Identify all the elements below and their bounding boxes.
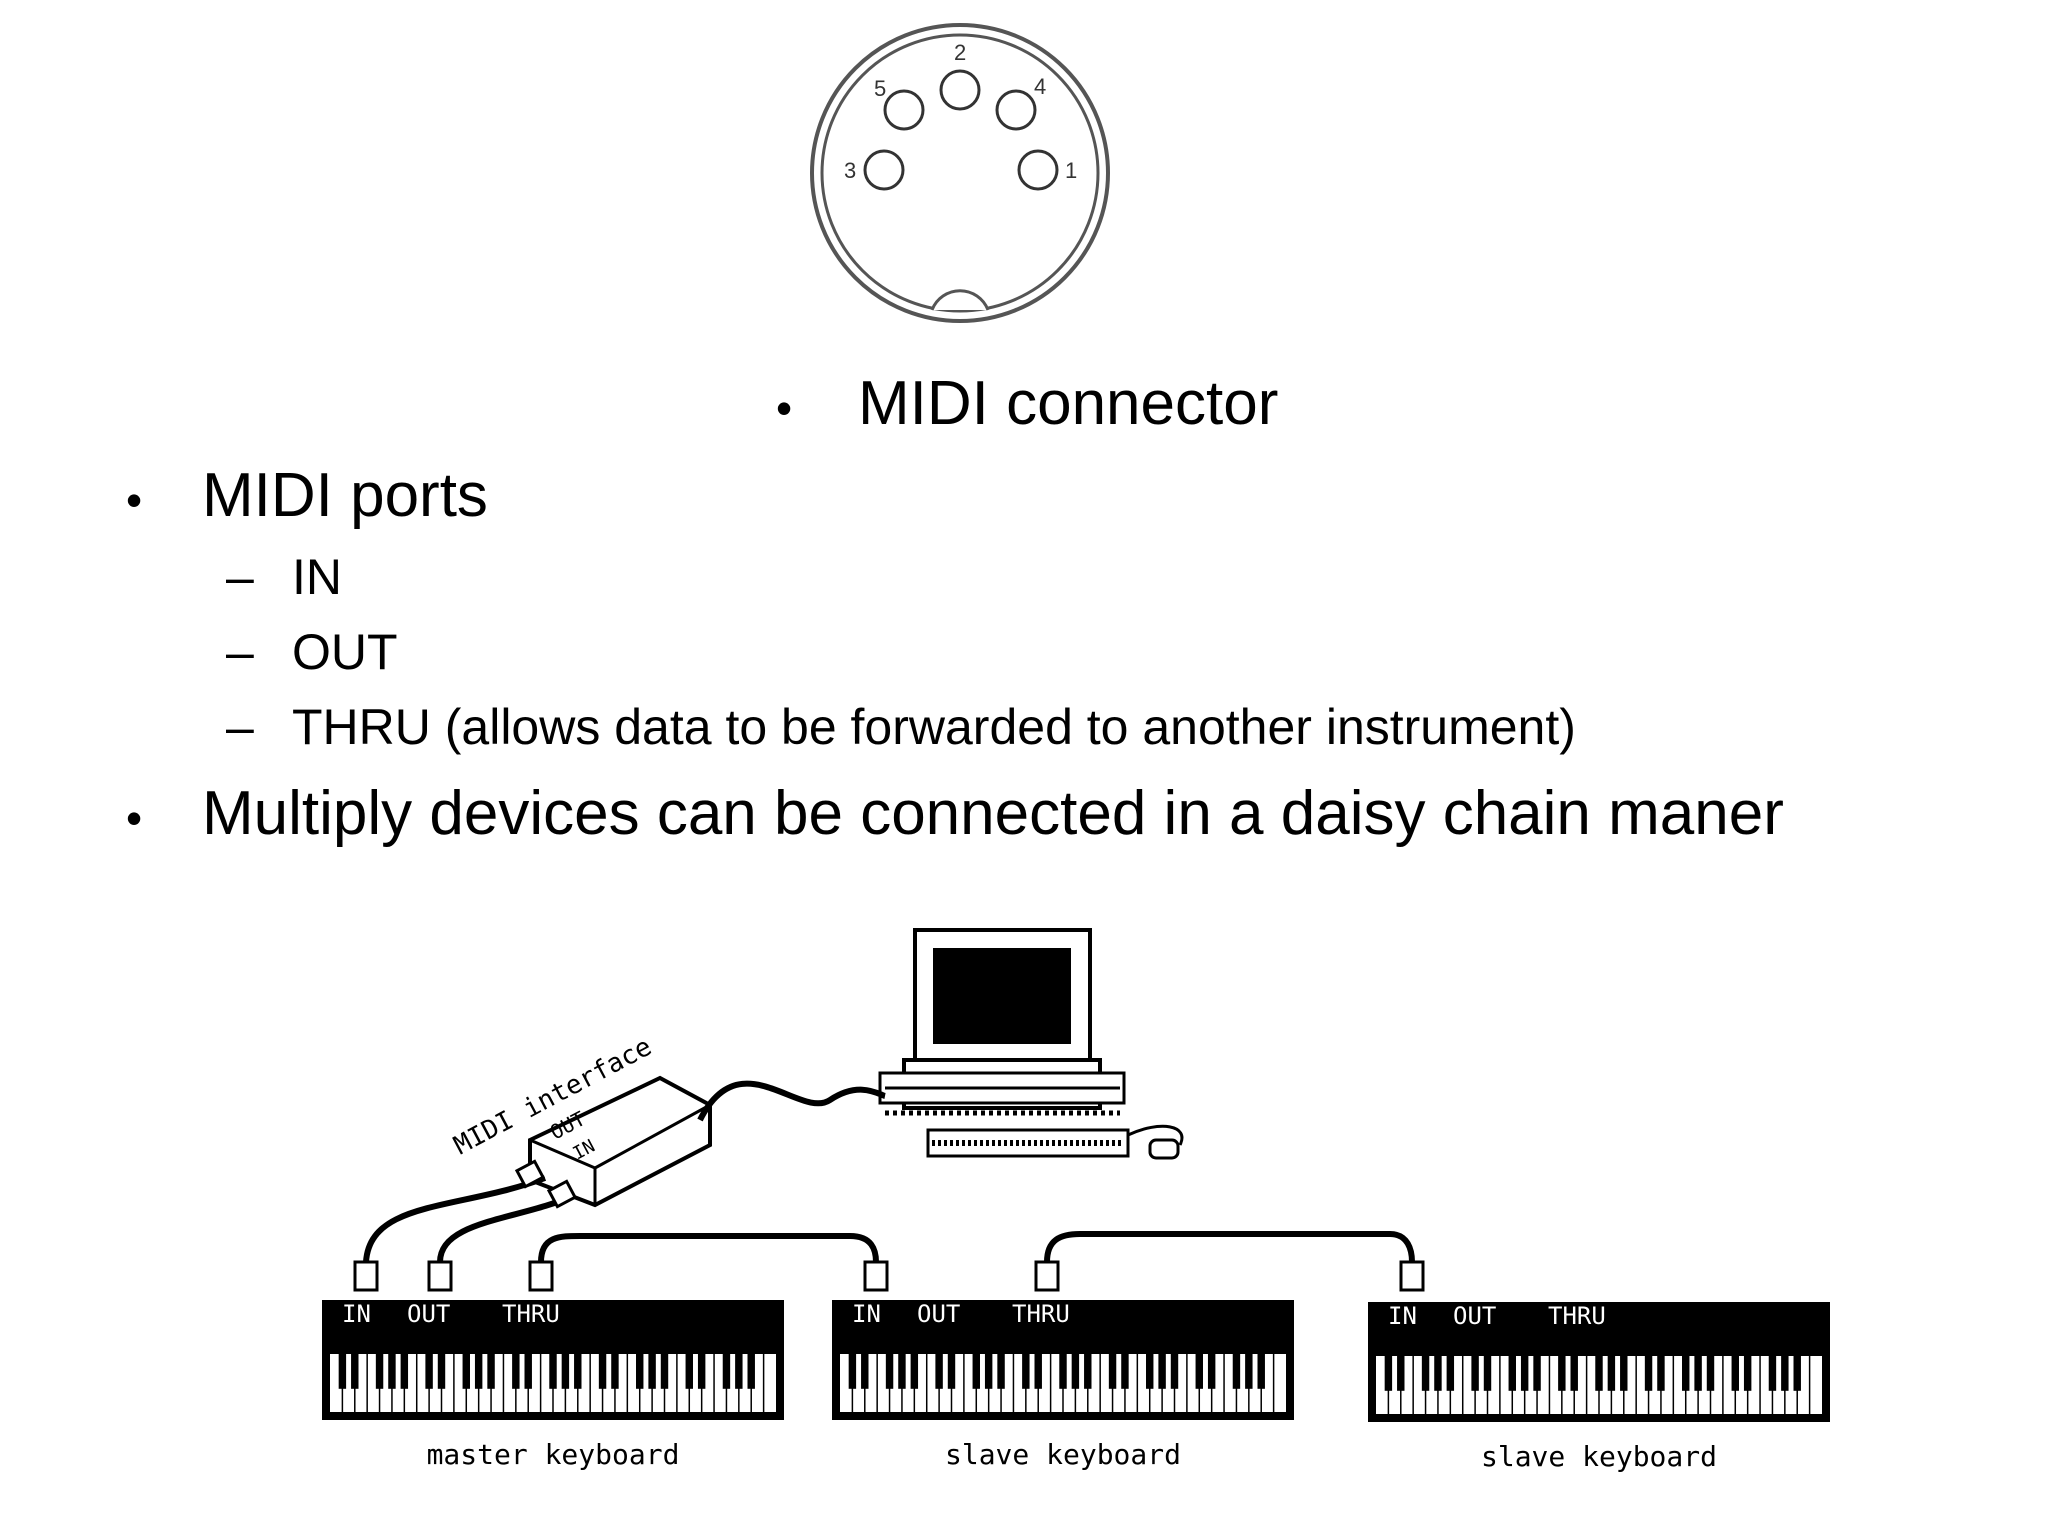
daisy-chain-text: Multiply devices can be connected in a d… <box>202 779 1784 848</box>
keyboard-port-label: IN <box>342 1300 371 1328</box>
keyboard-name-label: slave keyboard <box>1481 1440 1717 1473</box>
cable-computer-interface <box>697 1080 886 1122</box>
keyboard-name-label: slave keyboard <box>945 1438 1181 1471</box>
sub-bullet-in: – IN <box>226 548 342 606</box>
dash-mark: – <box>226 549 254 605</box>
cable-interface-to-master-out <box>437 1192 577 1263</box>
keyboard-port-label: OUT <box>407 1300 450 1328</box>
keyboard-port-label: OUT <box>917 1300 960 1328</box>
keyboard-2: IN OUT THRU slave keyboard <box>832 1300 1294 1471</box>
keyboard-port-label: THRU <box>1012 1300 1070 1328</box>
bullet-dot: • <box>126 792 143 844</box>
connector-key-notch <box>930 289 990 311</box>
sub-bullet-out: – OUT <box>226 623 398 681</box>
ports-heading: MIDI ports <box>202 461 488 530</box>
midi-connector-diagram: 2 5 4 3 1 <box>810 23 1110 323</box>
port-in-text: IN <box>292 549 342 605</box>
keyboard-port-label: IN <box>852 1300 881 1328</box>
connector-inner-ring <box>820 33 1100 313</box>
port-out-text: OUT <box>292 624 398 680</box>
cable-master-thru-to-slave1-in <box>538 1233 879 1263</box>
pin-1-label: 1 <box>1065 158 1077 183</box>
monitor-screen <box>933 948 1071 1044</box>
cable-interface-to-master-in <box>363 1175 547 1263</box>
keyboard-port-label: IN <box>1388 1302 1417 1330</box>
keyboard-1: IN OUT THRU master keyboard <box>322 1300 784 1471</box>
pin-5-hole <box>883 89 925 131</box>
pin-3-label: 3 <box>844 158 856 183</box>
sub-bullet-thru: – THRU (allows data to be forwarded to a… <box>226 698 1576 756</box>
pin-4-hole <box>995 89 1037 131</box>
bullet-dot: • <box>126 474 143 526</box>
cable-slave1-thru-to-slave2-in <box>1044 1231 1415 1263</box>
dash-mark: – <box>226 699 254 755</box>
pin-2-label: 2 <box>954 40 966 65</box>
port-thru-text: THRU (allows data to be forwarded to ano… <box>292 699 1576 755</box>
connector-caption: MIDI connector <box>858 369 1279 438</box>
keyboard-name-label: master keyboard <box>427 1438 680 1471</box>
pin-1-hole <box>1017 149 1059 191</box>
pin-4-label: 4 <box>1034 74 1046 99</box>
bullet-dot: • <box>776 382 793 434</box>
pin-5-label: 5 <box>874 76 886 101</box>
bullet-connector: • MIDI connector <box>776 368 1278 439</box>
computer-mouse <box>1148 1138 1180 1160</box>
dash-mark: – <box>226 624 254 680</box>
connector-outer-ring <box>810 23 1110 323</box>
bullet-ports: • MIDI ports <box>126 460 488 531</box>
keyboard-port-label: THRU <box>1548 1302 1606 1330</box>
keyboard-port-label: THRU <box>502 1300 560 1328</box>
pin-2-hole <box>939 69 981 111</box>
computer <box>878 928 1184 1160</box>
keyboard-port-label: OUT <box>1453 1302 1496 1330</box>
keyboards: IN OUT THRU master keyboard IN OUT THRU slave k… <box>322 1300 1830 1473</box>
pin-3-hole <box>863 149 905 191</box>
midi-interface: MIDI interface OUT IN <box>449 1032 712 1208</box>
cable-plugs <box>353 1159 1425 1292</box>
bullet-daisy-chain: • Multiply devices can be connected in a… <box>126 778 1784 849</box>
keyboard-3: IN OUT THRU slave keyboard <box>1368 1302 1830 1473</box>
